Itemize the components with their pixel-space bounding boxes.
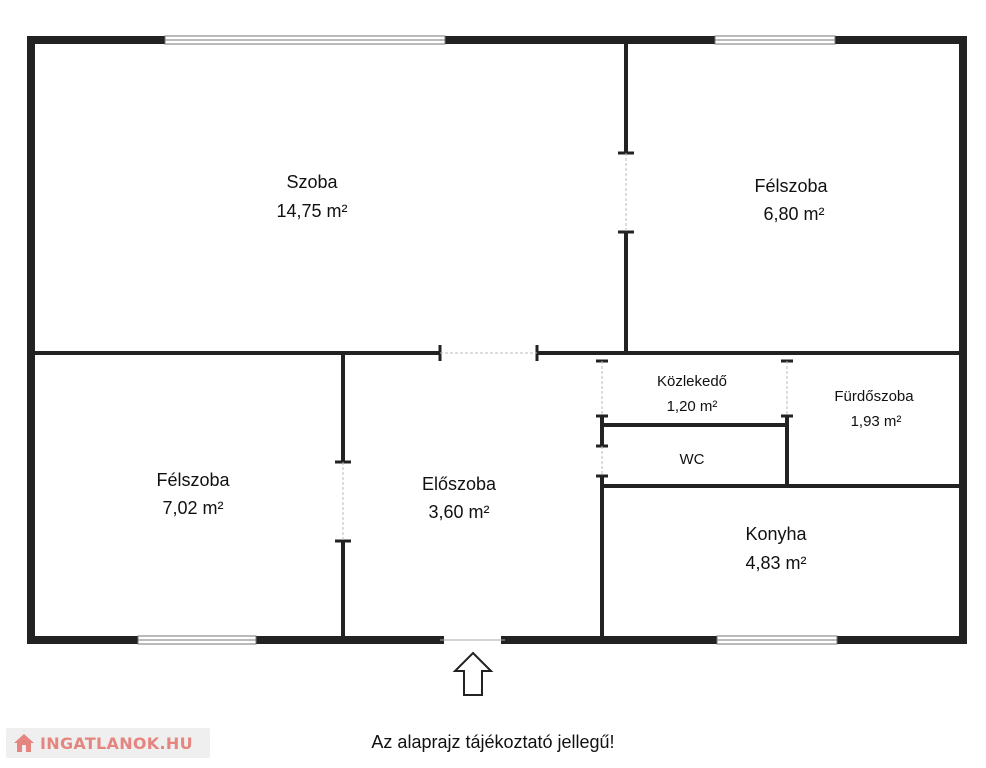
- room-felszoba-2: Félszoba 7,02 m²: [156, 470, 230, 518]
- room-name: Fürdőszoba: [834, 388, 914, 405]
- room-felszoba-1: Félszoba 6,80 m²: [754, 176, 828, 224]
- room-name: Előszoba: [422, 474, 497, 494]
- outer-walls: [27, 36, 967, 644]
- ingatlanok-logo[interactable]: INGATLANOK.HU: [6, 728, 210, 758]
- room-wc: WC: [680, 451, 705, 468]
- room-kozlekedo: Közlekedő 1,20 m²: [657, 373, 727, 415]
- room-name: Közlekedő: [657, 373, 727, 390]
- logo-text: INGATLANOK.HU: [40, 733, 193, 753]
- arrow-up-icon: [452, 651, 494, 696]
- room-name: Félszoba: [156, 470, 230, 490]
- room-konyha: Konyha 4,83 m²: [745, 524, 807, 573]
- room-area: 1,20 m²: [667, 398, 718, 415]
- door-openings: [342, 153, 788, 541]
- room-area: 7,02 m²: [162, 498, 223, 518]
- room-area: 3,60 m²: [428, 502, 489, 522]
- room-eloszoba: Előszoba 3,60 m²: [422, 474, 497, 522]
- room-name: Félszoba: [754, 176, 828, 196]
- room-name: WC: [680, 451, 705, 468]
- windows: [137, 35, 838, 645]
- house-icon: [14, 734, 34, 752]
- room-szoba: Szoba 14,75 m²: [276, 172, 347, 221]
- interior-walls: [31, 40, 963, 640]
- room-area: 14,75 m²: [276, 201, 347, 221]
- room-name: Szoba: [286, 172, 338, 192]
- door-jambs: [335, 151, 793, 543]
- room-area: 6,80 m²: [763, 204, 824, 224]
- room-furdoszoba: Fürdőszoba 1,93 m²: [834, 388, 914, 430]
- room-name: Konyha: [745, 524, 807, 544]
- room-area: 1,93 m²: [851, 413, 902, 430]
- disclaimer-note: Az alaprajz tájékoztató jellegű!: [371, 732, 615, 752]
- room-area: 4,83 m²: [745, 553, 806, 573]
